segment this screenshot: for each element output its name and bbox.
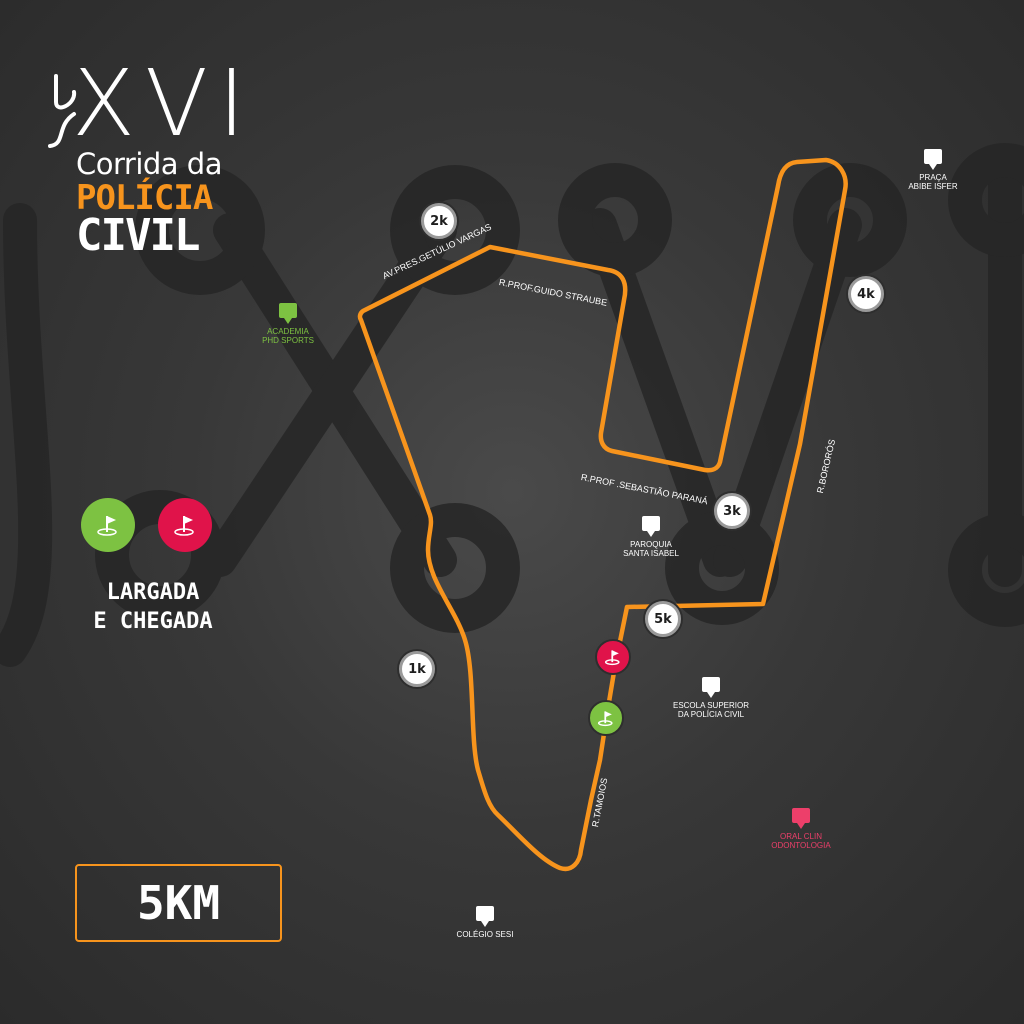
- flag-icon: [604, 650, 620, 666]
- map-pin-icon: [702, 677, 720, 698]
- shoelace-icon: [48, 74, 77, 148]
- km-marker-2: 2k: [421, 203, 457, 239]
- finish-legend-icon: [158, 498, 212, 552]
- race-route: [357, 157, 848, 872]
- map-pin-icon: [642, 516, 660, 537]
- finish-marker: [595, 639, 631, 675]
- event-title-line3: CIVIL: [76, 210, 200, 261]
- km-marker-3: 3k: [714, 493, 750, 529]
- flag-icon: [174, 516, 194, 536]
- poi-name: PHD SPORTS: [262, 336, 314, 345]
- km-marker-5: 5k: [645, 601, 681, 637]
- map-pin-icon: [924, 149, 942, 170]
- finish-label: E CHEGADA: [93, 609, 213, 634]
- flag-icon: [97, 516, 117, 536]
- start-marker: [588, 700, 624, 736]
- km-marker-4: 4k: [848, 276, 884, 312]
- poi-name: ODONTOLOGIA: [771, 841, 831, 850]
- legend-label: LARGADA E CHEGADA: [60, 578, 246, 636]
- map-pin-icon: [279, 303, 297, 324]
- flag-icon: [597, 711, 613, 727]
- poi-name: DA POLÍCIA CIVIL: [677, 710, 745, 719]
- event-numeral: XVI: [72, 50, 256, 157]
- map-pin-icon: [476, 906, 494, 927]
- poi-name: PRAÇA: [919, 173, 947, 182]
- background-watermark: [0, 143, 1024, 667]
- poi-name: SANTA ISABEL: [623, 549, 679, 558]
- start-label: LARGADA: [106, 580, 200, 605]
- poi-name: ACADEMIA: [267, 327, 309, 336]
- start-legend-icon: [81, 498, 135, 552]
- poi-name: COLÉGIO SESI: [456, 930, 514, 939]
- event-title-line1: Corrida da: [76, 147, 222, 181]
- poi-name: ORAL CLIN: [780, 832, 822, 841]
- poi-name: ESCOLA SUPERIOR: [672, 701, 750, 710]
- poi-colegio-sesi: COLÉGIO SESI: [425, 906, 545, 939]
- km-marker-1: 1k: [399, 651, 435, 687]
- poi-name: PAROQUIA: [630, 540, 672, 549]
- map-pin-icon: [792, 808, 810, 829]
- distance-badge: 5KM: [75, 864, 282, 942]
- poi-name: ABIBE ISFER: [908, 182, 958, 191]
- event-title-line2: POLÍCIA: [76, 178, 213, 218]
